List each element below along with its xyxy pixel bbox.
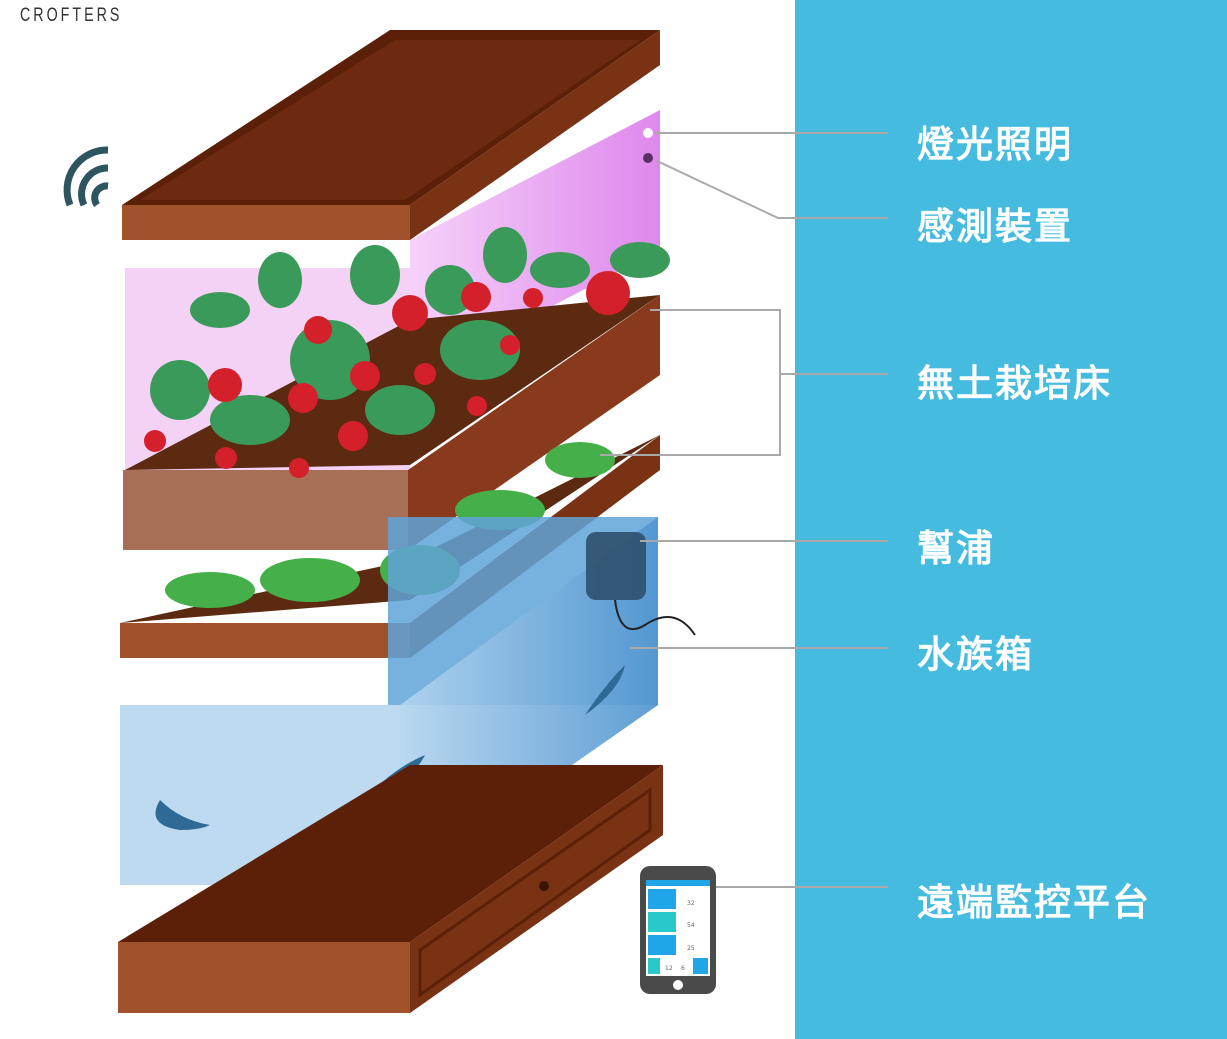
svg-text:12: 12 <box>665 965 673 972</box>
svg-text:6: 6 <box>681 965 685 972</box>
label-sensor: 感測裝置 <box>917 205 1073 248</box>
sensor-dot <box>643 153 653 163</box>
label-remote-monitoring: 遠端監控平台 <box>917 881 1151 924</box>
phone-icon: 32 54 25 12 6 <box>640 866 716 994</box>
wifi-icon <box>63 146 109 208</box>
light-dot <box>643 128 653 138</box>
top-lid <box>122 30 660 240</box>
svg-text:54: 54 <box>687 922 695 929</box>
crofters-logo: CROFTERS <box>20 5 123 26</box>
svg-text:32: 32 <box>687 900 695 907</box>
pump-device <box>586 532 646 600</box>
fish-icon <box>155 800 210 830</box>
label-aquarium: 水族箱 <box>917 633 1034 676</box>
leader-lines <box>600 132 888 888</box>
svg-text:25: 25 <box>687 945 695 952</box>
fish-icon <box>585 665 625 715</box>
grow-bed-upper <box>123 227 670 550</box>
label-lighting: 燈光照明 <box>917 123 1073 166</box>
label-pump: 幫浦 <box>917 527 995 570</box>
base-cabinet <box>118 765 663 1013</box>
label-grow-bed: 無土栽培床 <box>917 362 1112 405</box>
label-panel <box>795 0 1227 1039</box>
